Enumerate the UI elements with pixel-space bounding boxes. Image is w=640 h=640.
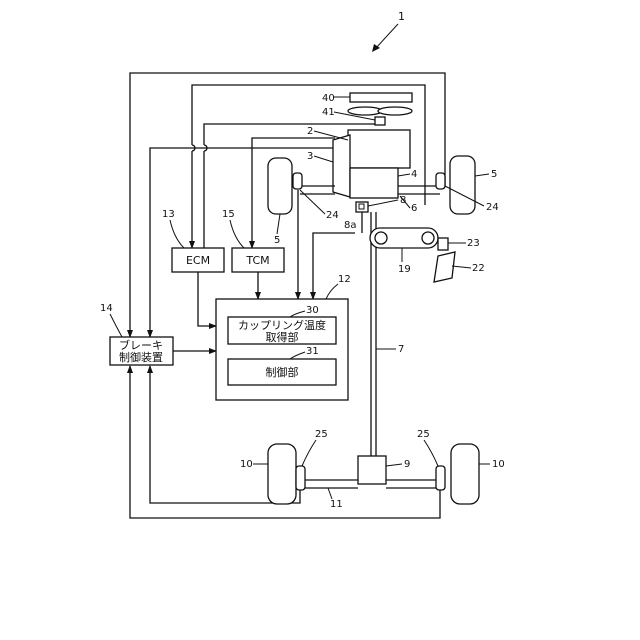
front-right-wheel [450,156,475,214]
front-left-wheel [268,158,292,214]
rear-right-wheel [451,444,479,504]
tcm-block: TCM [232,248,284,272]
coupling-label-line2: 取得部 [266,330,299,344]
rear-left-wheel [268,444,296,504]
ref-25b: 25 [417,429,430,440]
ref-24b: 24 [326,210,339,221]
pedal-sensor-23 [438,238,448,250]
engine-assembly [333,130,410,212]
ref-8: 8 [400,195,406,206]
coupling-control-unit: カップリング温度 取得部 制御部 [216,299,348,400]
ref-10b: 10 [492,459,505,470]
brake-controller-block: ブレーキ 制御装置 [110,337,173,365]
brake-label-line1: ブレーキ [119,338,163,352]
ref-40: 40 [322,93,335,104]
transfer-4 [350,168,398,198]
ref-9: 9 [404,459,410,470]
ref-10a: 10 [240,459,253,470]
ref-41: 41 [322,107,335,118]
fan-40 [348,93,412,125]
ref-4: 4 [411,169,417,180]
engine-2 [348,130,410,168]
ecm-block: ECM [172,248,224,272]
ref-12: 12 [338,274,351,285]
rear-axle [302,456,438,488]
control-label: 制御部 [266,365,299,379]
coupling-label-line1: カップリング温度 [238,318,326,332]
fan-motor-41 [375,117,385,125]
ref-22: 22 [472,263,485,274]
ref-24a: 24 [486,202,499,213]
ref-5b: 5 [274,235,280,246]
pedal-22 [434,252,455,282]
ref-3: 3 [307,151,313,162]
figure-arrow [372,24,398,52]
transmission-3 [333,135,350,197]
ref-13: 13 [162,209,175,220]
ref-2: 2 [307,126,313,137]
tcm-label: TCM [245,254,269,267]
ref-6: 6 [411,203,417,214]
brake-label-line2: 制御装置 [119,350,163,364]
propeller-shaft-7 [371,212,376,456]
ref-11: 11 [330,499,343,510]
rear-differential-9 [358,456,386,484]
ref-15: 15 [222,209,235,220]
ref-14: 14 [100,303,113,314]
ref-5a: 5 [491,169,497,180]
ref-30: 30 [306,305,319,316]
ref-8a: 8a [344,220,357,231]
ref-7: 7 [398,344,404,355]
accelerator-assembly [370,228,455,282]
ecm-label: ECM [186,254,210,267]
figure-number: 1 [398,10,405,23]
ref-25a: 25 [315,429,328,440]
ref-31: 31 [306,346,319,357]
ref-23: 23 [467,238,480,249]
ref-19: 19 [398,264,411,275]
